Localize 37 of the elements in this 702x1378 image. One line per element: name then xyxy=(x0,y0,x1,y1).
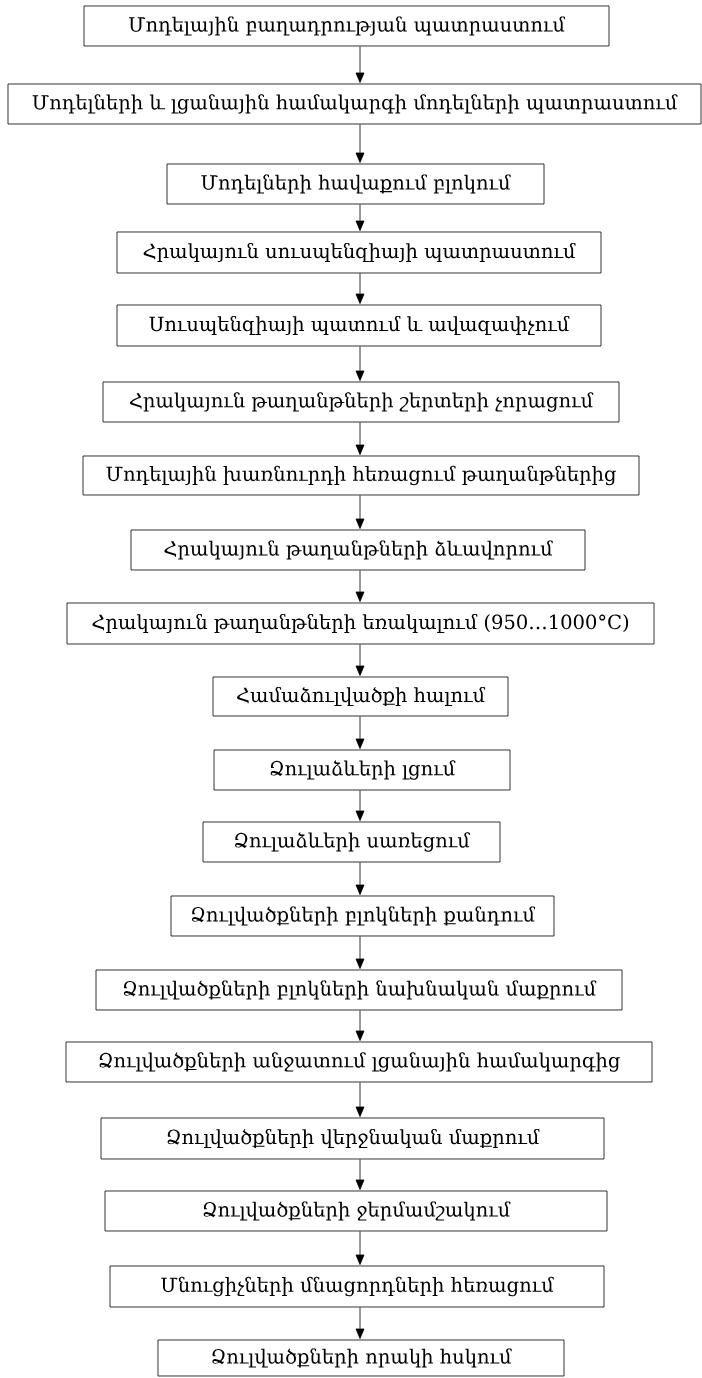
arrow xyxy=(355,1159,365,1190)
arrow xyxy=(355,1231,365,1265)
arrow xyxy=(355,346,365,381)
arrow xyxy=(355,936,365,969)
arrow xyxy=(355,273,365,304)
process-box: Հրակայուն սուսպենզիայի պատրաստում xyxy=(116,231,602,274)
process-box: Հրակայուն թաղանթների եռակալում (950…1000°C) xyxy=(66,602,655,645)
arrow xyxy=(355,790,365,821)
process-box: Ձուլվածքների ջերմամշակում xyxy=(104,1190,608,1232)
process-box: Հրակայուն թաղանթների շերտերի չորացում xyxy=(102,381,620,423)
process-box: Ձուլվածքների բլոկների քանդում xyxy=(170,895,555,937)
process-box: Մնուցիչների մնացորդների հեռացում xyxy=(109,1265,605,1308)
process-box: Ձուլվածքների անջատում լցանային համակարգից xyxy=(65,1041,653,1083)
process-box: Համաձուլվածքի հալում xyxy=(212,676,509,717)
process-box: Մոդելների և լցանային համակարգի մոդելների պատրաստում xyxy=(7,83,702,125)
process-box: Ձուլաձևերի լցում xyxy=(213,749,511,791)
process-box: Ձուլաձևերի սառեցում xyxy=(202,821,501,863)
process-box: Ձուլվածքների վերջնական մաքրում xyxy=(100,1117,605,1160)
arrow xyxy=(355,422,365,455)
process-box: Մոդելային բաղադրության պատրաստում xyxy=(83,5,610,47)
arrow xyxy=(355,204,365,231)
arrow xyxy=(355,570,365,602)
arrow xyxy=(355,495,365,529)
arrow xyxy=(355,1082,365,1117)
arrow xyxy=(355,862,365,895)
process-box: Ձուլվածքների բլոկների նախնական մաքրում xyxy=(95,969,623,1011)
arrow xyxy=(355,1010,365,1041)
process-box: Մոդելների հավաքում բլոկում xyxy=(166,163,545,205)
process-box: Մոդելային խառնուրդի հեռացում թաղանթներից xyxy=(82,455,640,496)
arrow xyxy=(355,716,365,749)
process-box: Հրակայուն թաղանթների ձևավորում xyxy=(130,529,586,571)
arrow xyxy=(355,46,365,83)
process-box: Ձուլվածքների որակի հսկում xyxy=(157,1339,565,1377)
process-box: Սուսպենզիայի պատում և ավազափչում xyxy=(116,304,602,347)
arrow xyxy=(355,124,365,163)
arrow xyxy=(355,644,365,676)
arrow xyxy=(355,1307,365,1339)
